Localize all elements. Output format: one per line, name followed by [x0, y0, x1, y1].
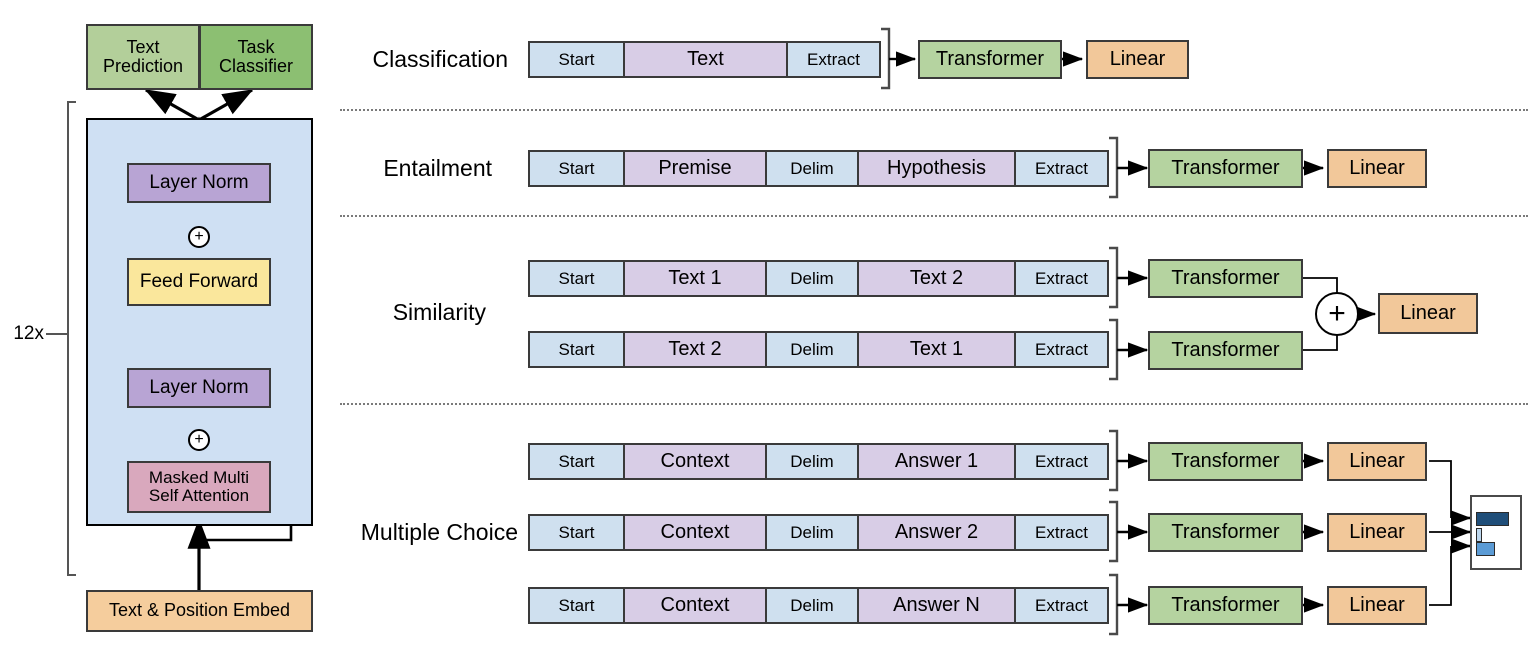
token-premise[interactable]: Premise — [624, 150, 766, 187]
linear-multiple-choice-3[interactable]: Linear — [1327, 586, 1427, 625]
token-start[interactable]: Start — [528, 150, 624, 187]
token-extract[interactable]: Extract — [1015, 331, 1109, 368]
transformer-multiple-choice-3[interactable]: Transformer — [1148, 586, 1303, 625]
token-text-1[interactable]: Text 1 — [858, 331, 1015, 368]
token-answer-n[interactable]: Answer N — [858, 587, 1015, 624]
repeat-count-label: 12x — [13, 323, 44, 344]
transformer-classification[interactable]: Transformer — [918, 40, 1062, 79]
similarity-combine-add: + — [1315, 292, 1359, 336]
token-hypothesis[interactable]: Hypothesis — [858, 150, 1015, 187]
token-context[interactable]: Context — [624, 443, 766, 480]
layer-norm-bottom-block[interactable]: Layer Norm — [127, 368, 271, 408]
text-prediction-head[interactable]: Text Prediction — [86, 24, 200, 90]
separator-2 — [340, 215, 1528, 217]
token-text-1[interactable]: Text 1 — [624, 260, 766, 297]
task-classifier-head[interactable]: Task Classifier — [199, 24, 313, 90]
token-delim[interactable]: Delim — [766, 443, 858, 480]
masked-multi-self-attention-block[interactable]: Masked Multi Self Attention — [127, 461, 271, 513]
linear-entailment[interactable]: Linear — [1327, 149, 1427, 188]
token-extract[interactable]: Extract — [1015, 514, 1109, 551]
task-label-entailment: Entailment — [383, 154, 492, 181]
output-bar-1 — [1476, 512, 1509, 526]
sequence-multiple-choice-row-1: Start Context Delim Answer 1 Extract — [528, 443, 1109, 480]
sequence-similarity-row-2: Start Text 2 Delim Text 1 Extract — [528, 331, 1109, 368]
linear-similarity[interactable]: Linear — [1378, 293, 1478, 334]
token-start[interactable]: Start — [528, 331, 624, 368]
text-position-embed-block[interactable]: Text & Position Embed — [86, 590, 313, 632]
layer-norm-top-block[interactable]: Layer Norm — [127, 163, 271, 203]
separator-1 — [340, 109, 1528, 111]
linear-classification[interactable]: Linear — [1086, 40, 1189, 79]
sequence-entailment-row-1: Start Premise Delim Hypothesis Extract — [528, 150, 1109, 187]
task-label-classification: Classification — [372, 45, 509, 72]
token-text-2[interactable]: Text 2 — [858, 260, 1015, 297]
softmax-output-chart — [1470, 495, 1522, 570]
token-answer-2[interactable]: Answer 2 — [858, 514, 1015, 551]
residual-add-bottom: + — [188, 429, 210, 451]
output-bar-3 — [1476, 542, 1495, 556]
token-start[interactable]: Start — [528, 443, 624, 480]
token-delim[interactable]: Delim — [766, 331, 858, 368]
task-label-similarity: Similarity — [392, 298, 486, 325]
transformer-similarity-2[interactable]: Transformer — [1148, 331, 1303, 370]
token-extract[interactable]: Extract — [1015, 443, 1109, 480]
linear-multiple-choice-1[interactable]: Linear — [1327, 442, 1427, 481]
transformer-entailment[interactable]: Transformer — [1148, 149, 1303, 188]
token-start[interactable]: Start — [528, 41, 624, 78]
transformer-similarity-1[interactable]: Transformer — [1148, 259, 1303, 298]
feed-forward-block[interactable]: Feed Forward — [127, 258, 271, 306]
token-text[interactable]: Text — [624, 41, 787, 78]
token-context[interactable]: Context — [624, 587, 766, 624]
token-context[interactable]: Context — [624, 514, 766, 551]
token-extract[interactable]: Extract — [1015, 260, 1109, 297]
transformer-multiple-choice-2[interactable]: Transformer — [1148, 513, 1303, 552]
sequence-multiple-choice-row-3: Start Context Delim Answer N Extract — [528, 587, 1109, 624]
token-extract[interactable]: Extract — [1015, 150, 1109, 187]
token-delim[interactable]: Delim — [766, 150, 858, 187]
token-extract[interactable]: Extract — [1015, 587, 1109, 624]
linear-multiple-choice-2[interactable]: Linear — [1327, 513, 1427, 552]
token-answer-1[interactable]: Answer 1 — [858, 443, 1015, 480]
token-delim[interactable]: Delim — [766, 514, 858, 551]
token-delim[interactable]: Delim — [766, 587, 858, 624]
output-bar-2 — [1476, 528, 1482, 542]
token-extract[interactable]: Extract — [787, 41, 881, 78]
task-label-multiple-choice: Multiple Choice — [360, 518, 518, 545]
separator-3 — [340, 403, 1528, 405]
token-text-2[interactable]: Text 2 — [624, 331, 766, 368]
sequence-classification-row-1: Start Text Extract — [528, 41, 881, 78]
transformer-multiple-choice-1[interactable]: Transformer — [1148, 442, 1303, 481]
sequence-multiple-choice-row-2: Start Context Delim Answer 2 Extract — [528, 514, 1109, 551]
token-start[interactable]: Start — [528, 260, 624, 297]
residual-add-top: + — [188, 226, 210, 248]
token-delim[interactable]: Delim — [766, 260, 858, 297]
token-start[interactable]: Start — [528, 587, 624, 624]
sequence-similarity-row-1: Start Text 1 Delim Text 2 Extract — [528, 260, 1109, 297]
token-start[interactable]: Start — [528, 514, 624, 551]
